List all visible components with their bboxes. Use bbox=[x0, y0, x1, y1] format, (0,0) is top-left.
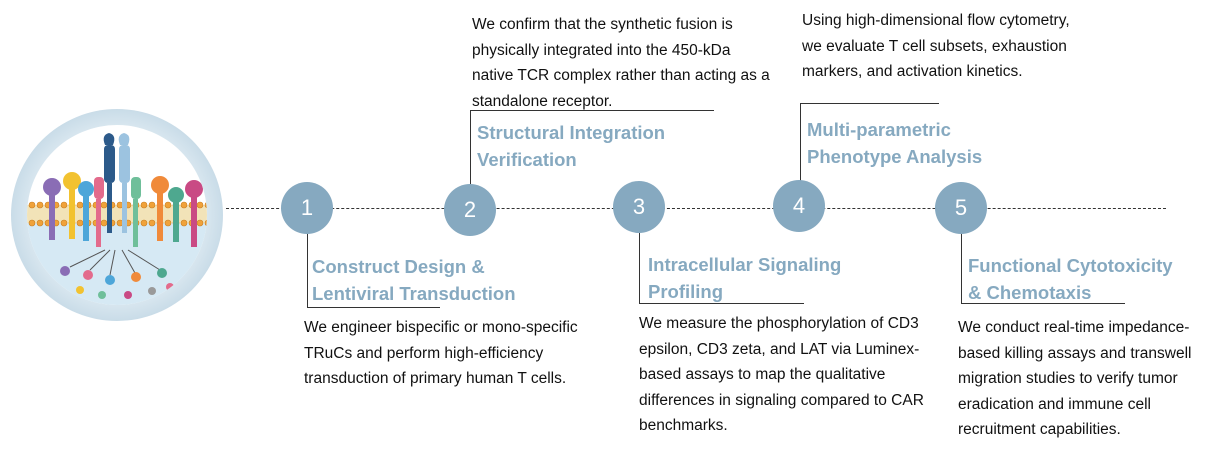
step-3-connector bbox=[639, 233, 804, 304]
step-2-title-line-2: Verification bbox=[477, 149, 577, 170]
step-3-number-circle: 3 bbox=[613, 181, 665, 233]
step-1-title-line-2: Lentiviral Transduction bbox=[312, 283, 516, 304]
step-2-number-circle: 2 bbox=[444, 184, 496, 236]
step-2-title: Structural Integration Verification bbox=[477, 119, 665, 173]
step-5-title-line-2: & Chemotaxis bbox=[968, 282, 1092, 303]
step-1-connector bbox=[307, 233, 440, 308]
step-4-description: Using high-dimensional flow cytometry, w… bbox=[802, 12, 1070, 80]
step-1-title: Construct Design & Lentiviral Transducti… bbox=[312, 253, 516, 307]
step-2-title-line-1: Structural Integration bbox=[477, 122, 666, 143]
step-4-title-line-2: Phenotype Analysis bbox=[807, 146, 983, 167]
step-3-title: Intracellular Signaling Profiling bbox=[648, 251, 841, 305]
step-4-title-line-1: Multi-parametric bbox=[807, 119, 951, 140]
step-3-description: We measure the phosphorylation of CD3 ep… bbox=[639, 315, 924, 434]
step-4-connector bbox=[800, 103, 939, 181]
step-1-title-line-1: Construct Design & bbox=[312, 256, 485, 277]
step-5-connector bbox=[961, 233, 1125, 304]
timeline-dashed-line bbox=[226, 208, 1166, 209]
step-5-title-line-1: Functional Cytotoxicity bbox=[968, 255, 1173, 276]
step-4-title: Multi-parametric Phenotype Analysis bbox=[807, 116, 982, 170]
tcr-membrane-signaling-icon bbox=[11, 109, 223, 321]
step-1-description: We engineer bispecific or mono-specific … bbox=[304, 319, 578, 387]
step-1-number-circle: 1 bbox=[281, 182, 333, 234]
step-3-title-line-1: Intracellular Signaling bbox=[648, 254, 842, 275]
step-5-title: Functional Cytotoxicity & Chemotaxis bbox=[968, 252, 1173, 306]
step-5-number-circle: 5 bbox=[935, 182, 987, 234]
step-2-description: We confirm that the synthetic fusion is … bbox=[472, 16, 770, 110]
step-4-number-circle: 4 bbox=[773, 180, 825, 232]
step-2-connector bbox=[470, 110, 714, 184]
step-5-description: We conduct real-time impedance-based kil… bbox=[958, 319, 1192, 438]
step-3-title-line-2: Profiling bbox=[648, 281, 724, 302]
